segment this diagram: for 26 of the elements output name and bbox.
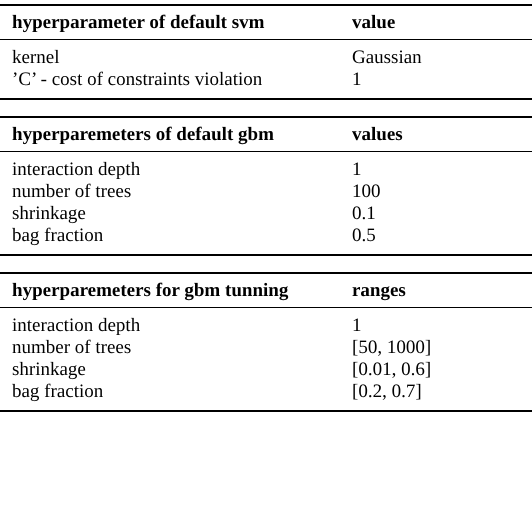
column-header: values: [352, 124, 403, 146]
parameter-name: bag fraction: [12, 381, 104, 403]
parameter-name: shrinkage: [12, 359, 86, 381]
column-header: ranges: [352, 280, 406, 302]
parameter-name: interaction depth: [12, 159, 140, 181]
parameter-name: kernel: [12, 47, 60, 69]
parameter-name: number of trees: [12, 181, 132, 203]
parameter-value: [0.2, 0.7]: [352, 381, 422, 403]
parameter-value: 1: [352, 315, 362, 337]
parameter-value: 100: [352, 181, 380, 203]
parameter-value: 1: [352, 69, 362, 91]
parameter-value: [0.01, 0.6]: [352, 359, 432, 381]
parameter-name: interaction depth: [12, 315, 140, 337]
column-header: value: [352, 12, 396, 34]
parameter-value: Gaussian: [352, 47, 422, 69]
parameter-name: shrinkage: [12, 203, 86, 225]
parameter-name: ’C’ - cost of constraints violation: [12, 69, 262, 91]
parameter-value: 0.5: [352, 225, 376, 247]
column-header: hyperparemeters of default gbm: [12, 124, 274, 146]
column-header: hyperparameter of default svm: [12, 12, 264, 34]
parameter-value: [50, 1000]: [352, 337, 432, 359]
parameter-value: 1: [352, 159, 362, 181]
parameter-value: 0.1: [352, 203, 376, 225]
parameter-name: bag fraction: [12, 225, 104, 247]
parameter-name: number of trees: [12, 337, 132, 359]
column-header: hyperparemeters for gbm tunning: [12, 280, 288, 302]
